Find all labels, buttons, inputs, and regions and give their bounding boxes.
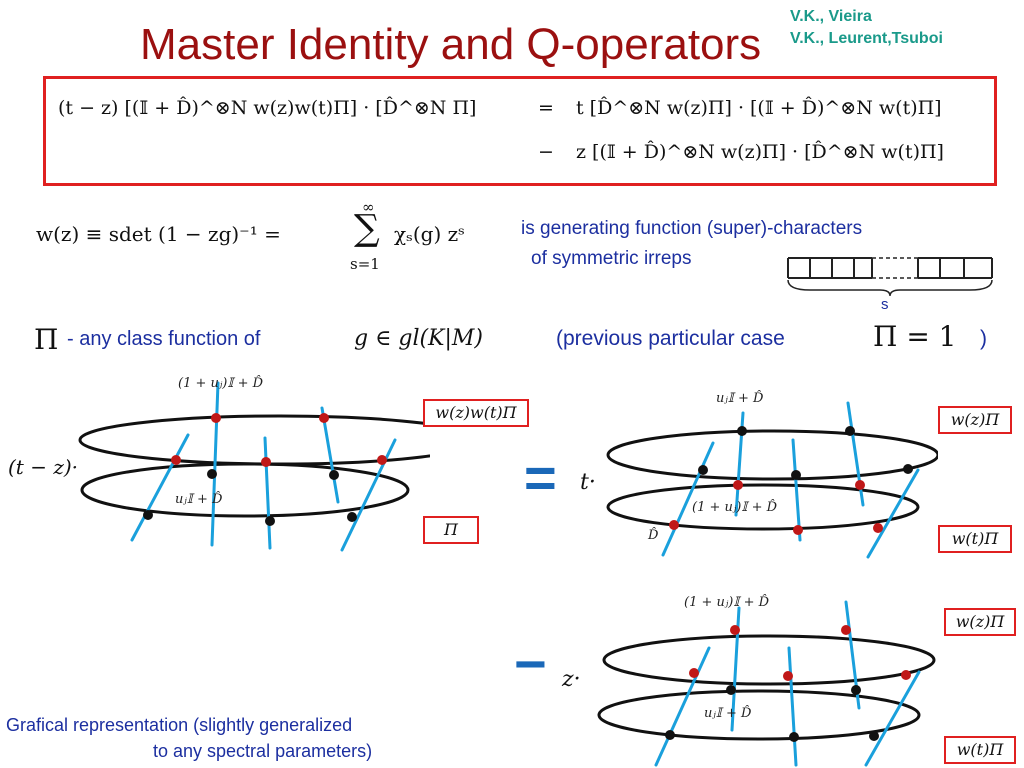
left-diagram <box>78 381 430 552</box>
generating-description-1: is generating function (super)-character… <box>521 218 863 239</box>
young-label-s: s <box>881 296 889 313</box>
class-function-text: - any class function of <box>67 328 261 350</box>
slide-title: Master Identity and Q-operators <box>140 20 762 69</box>
left-mid-label: uⱼ𝕀 + D̂ <box>175 492 223 507</box>
identity-equals: = <box>538 97 554 119</box>
minus-sign: − <box>514 632 547 695</box>
caption-line-1: Grafical representation (slightly genera… <box>6 715 353 735</box>
sum-term: χₛ(g) zˢ <box>394 222 465 246</box>
young-diagram <box>787 257 993 297</box>
particular-case-value: Π = 1 <box>873 320 957 353</box>
generating-formula-lhs: w(z) ≡ sdet (1 − zg)⁻¹ = <box>36 222 281 246</box>
t-prefix: t· <box>580 470 596 495</box>
author-line-2: V.K., Leurent,Tsuboi <box>790 30 943 47</box>
generating-description-2: of symmetric irreps <box>531 248 692 269</box>
z-mid-label: uⱼ𝕀 + D̂ <box>704 706 752 721</box>
sum-symbol: ∑ <box>354 208 380 249</box>
group-membership: g ∈ gl(K|M) <box>354 326 484 351</box>
z-diagram <box>597 600 936 767</box>
z-prefix: z· <box>562 667 581 692</box>
caption-line-2: to any spectral parameters) <box>153 741 373 761</box>
t-top-label: uⱼ𝕀 + D̂ <box>716 391 764 406</box>
pi-symbol: Π <box>34 323 59 356</box>
particular-case-close: ) <box>980 327 987 350</box>
master-identity-box <box>43 76 997 186</box>
left-box-bottom: Π <box>423 516 479 544</box>
left-prefix: (t − z)· <box>8 455 79 479</box>
particular-case-note: (previous particular case <box>556 327 785 350</box>
identity-line1-rhs: t [D̂^⊗N w(z)Π] · [(𝕀 + D̂)^⊗N w(t)Π] <box>576 97 942 119</box>
sum-upper-limit: ∞ <box>362 198 375 216</box>
equals-sign: = <box>524 446 557 509</box>
t-diagram <box>606 401 938 559</box>
z-box-bottom: w(t)Π <box>944 736 1016 764</box>
t-d-label: D̂ <box>648 528 659 543</box>
z-top-label: (1 + uⱼ)𝕀 + D̂ <box>684 595 770 610</box>
identity-line2-rhs: z [(𝕀 + D̂)^⊗N w(z)Π] · [D̂^⊗N w(t)Π] <box>576 141 944 163</box>
left-top-label: (1 + uⱼ)𝕀 + D̂ <box>178 376 264 391</box>
t-box-bottom: w(t)Π <box>938 525 1012 553</box>
author-line-1: V.K., Vieira <box>790 8 872 25</box>
z-box-top: w(z)Π <box>944 608 1016 636</box>
identity-minus: − <box>538 141 554 163</box>
left-box-top: w(z)w(t)Π <box>423 399 529 427</box>
identity-line1-lhs: (t − z) [(𝕀 + D̂)^⊗N w(z)w(t)Π] · [D̂^⊗N… <box>58 97 477 119</box>
sum-lower-limit: s=1 <box>350 255 380 273</box>
t-mid-label: (1 + uⱼ)𝕀 + D̂ <box>692 500 778 515</box>
t-box-top: w(z)Π <box>938 406 1012 434</box>
